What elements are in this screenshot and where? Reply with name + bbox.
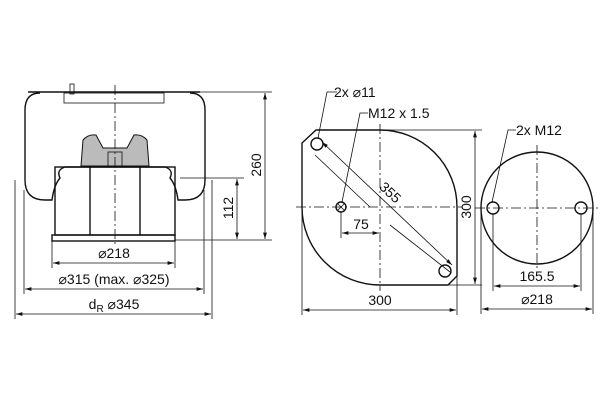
mounting-hole (310, 137, 324, 151)
piston-base-view: 2x M12 165.5 ⌀218 (475, 122, 599, 314)
base-plate (51, 234, 176, 242)
holes-label: 2x ⌀11 (334, 84, 376, 100)
thread-spacing-label: 165.5 (519, 268, 554, 284)
top-bead-plate (63, 92, 165, 104)
width-label: 300 (368, 292, 392, 308)
port-offset-label: 75 (353, 216, 369, 232)
hole-spacing-label: 355 (376, 179, 404, 207)
top-plate-outline (301, 129, 458, 286)
dia-piston-label: ⌀218 (98, 245, 130, 261)
air-spring-side-view: 260 112 ⌀218 ⌀315 (max. ⌀325) dR ⌀345 (14, 83, 272, 319)
dia-roll-label: dR ⌀345 (89, 296, 140, 315)
height-label: 300 (458, 195, 474, 219)
top-plate-view: 355 75 2x ⌀11 M12 x 1.5 300 300 (296, 84, 482, 315)
height-total-label: 260 (248, 153, 264, 177)
bump-stop (80, 134, 150, 167)
height-piston-label: 112 (220, 197, 236, 220)
dia-bellows-label: ⌀315 (max. ⌀325) (58, 271, 169, 287)
threads-label: 2x M12 (516, 122, 562, 138)
base-diameter-label: ⌀218 (521, 291, 553, 307)
mounting-hole (438, 264, 452, 278)
air-port-label: M12 x 1.5 (368, 105, 430, 121)
air-fitting (69, 83, 75, 95)
